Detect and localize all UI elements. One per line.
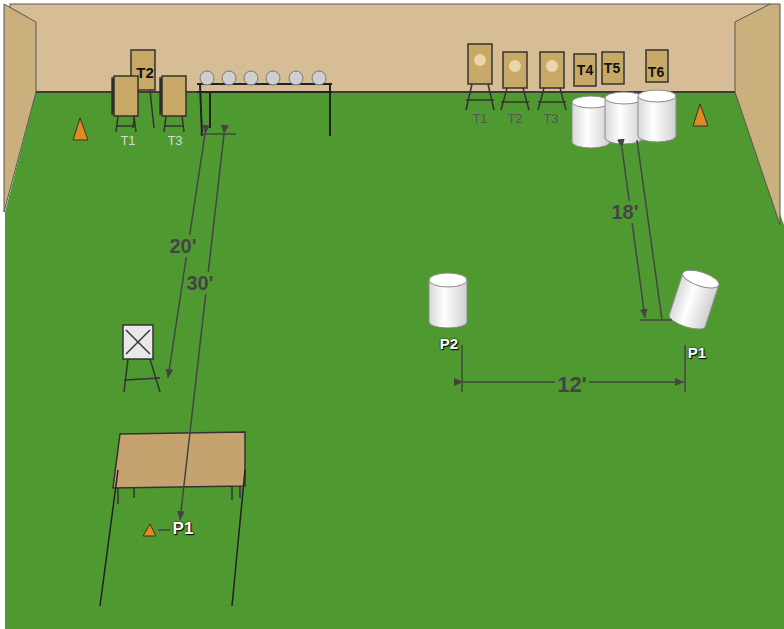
dimension-label: 12' (555, 373, 589, 397)
dimension-label: 30' (184, 272, 215, 294)
dimension-label: 20' (167, 235, 198, 257)
position-label: P1 (173, 520, 194, 537)
target-label: T2 (507, 112, 522, 125)
target-label: T6 (648, 65, 664, 79)
target-label: T1 (120, 134, 135, 147)
position-label: P1 (688, 345, 706, 360)
target-label: T5 (604, 61, 620, 75)
target-label: T3 (167, 134, 182, 147)
target-label: T1 (472, 112, 487, 125)
dimension-label: 18' (609, 201, 640, 223)
target-label: T4 (577, 63, 593, 77)
target-label: T2 (136, 65, 154, 80)
target-label: T3 (543, 112, 558, 125)
position-label: P2 (440, 336, 458, 351)
